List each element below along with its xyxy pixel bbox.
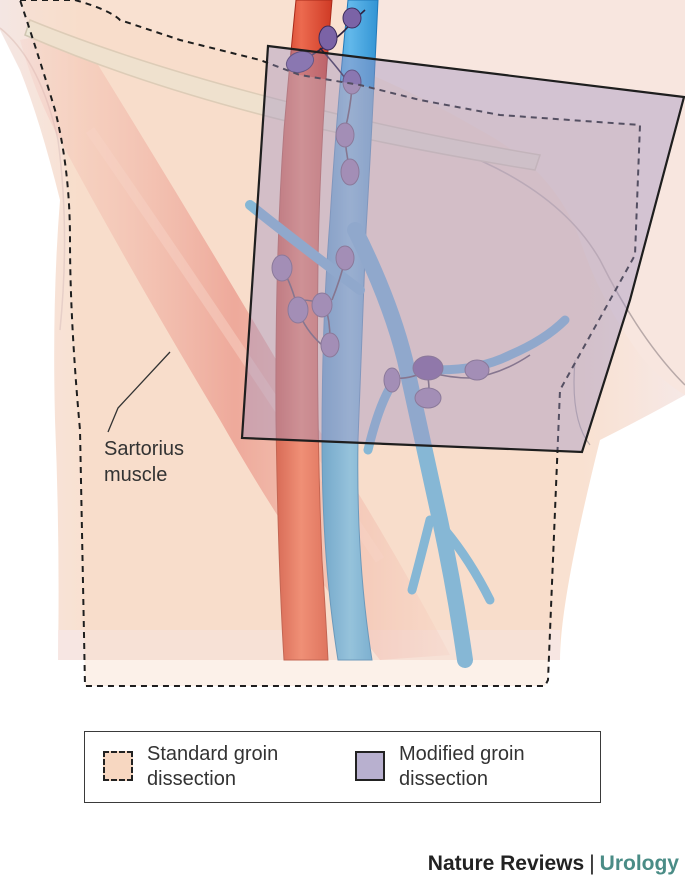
journal-section: Urology	[599, 852, 679, 875]
sartorius-label-line1: Sartorius	[104, 438, 185, 460]
lymph-node	[340, 158, 360, 186]
great-saphenous-vein	[347, 222, 473, 668]
standard-dissection-label: Standard groin dissection	[147, 743, 279, 790]
lymph-nodes	[271, 7, 490, 409]
abdomen-crease	[454, 149, 685, 386]
lymph-node	[318, 25, 338, 51]
lymph-node	[335, 122, 355, 148]
sentinel-lymph-node	[412, 355, 444, 381]
saphenous-lower-branch-right	[440, 525, 495, 605]
credit-separator: |	[589, 852, 595, 875]
femoral-artery	[275, 0, 333, 661]
modified-dissection-label: Modified groin dissection	[399, 743, 525, 790]
lymph-node	[335, 245, 355, 271]
lymph-node	[311, 292, 333, 318]
sartorius-muscle-label: Sartorius muscle	[104, 436, 184, 488]
standard-dissection-swatch	[103, 751, 133, 781]
legend: Standard groin dissection Modified groin…	[84, 731, 601, 803]
modified-dissection-swatch	[355, 751, 385, 781]
superficial-epigastric-vein	[245, 200, 365, 295]
sartorius-label-line2: muscle	[104, 464, 168, 486]
saphenous-lower-branch-left	[407, 515, 435, 595]
lymph-node	[342, 69, 362, 95]
journal-credit: Nature Reviews|Urology	[428, 852, 679, 876]
venous-system	[245, 0, 570, 668]
sartorius-callout-line	[107, 351, 171, 433]
modified-dissection-region	[240, 44, 685, 454]
standard-dissection-region	[18, 0, 642, 687]
legend-item-modified: Modified groin dissection	[355, 742, 574, 792]
abdomen-skin	[360, 0, 685, 395]
lymph-node	[464, 359, 490, 381]
femoral-vein	[321, 0, 379, 661]
lymph-node	[383, 367, 401, 393]
lymph-node	[320, 332, 340, 358]
lymph-node	[342, 7, 362, 29]
legend-item-standard: Standard groin dissection	[103, 742, 322, 792]
lymph-node	[271, 254, 293, 282]
lymph-node	[287, 296, 309, 324]
inguinal-ligament	[24, 19, 541, 171]
lymph-node	[414, 387, 442, 409]
lymph-node	[285, 50, 315, 74]
journal-name: Nature Reviews	[427, 852, 585, 875]
thigh-outline	[0, 27, 66, 331]
